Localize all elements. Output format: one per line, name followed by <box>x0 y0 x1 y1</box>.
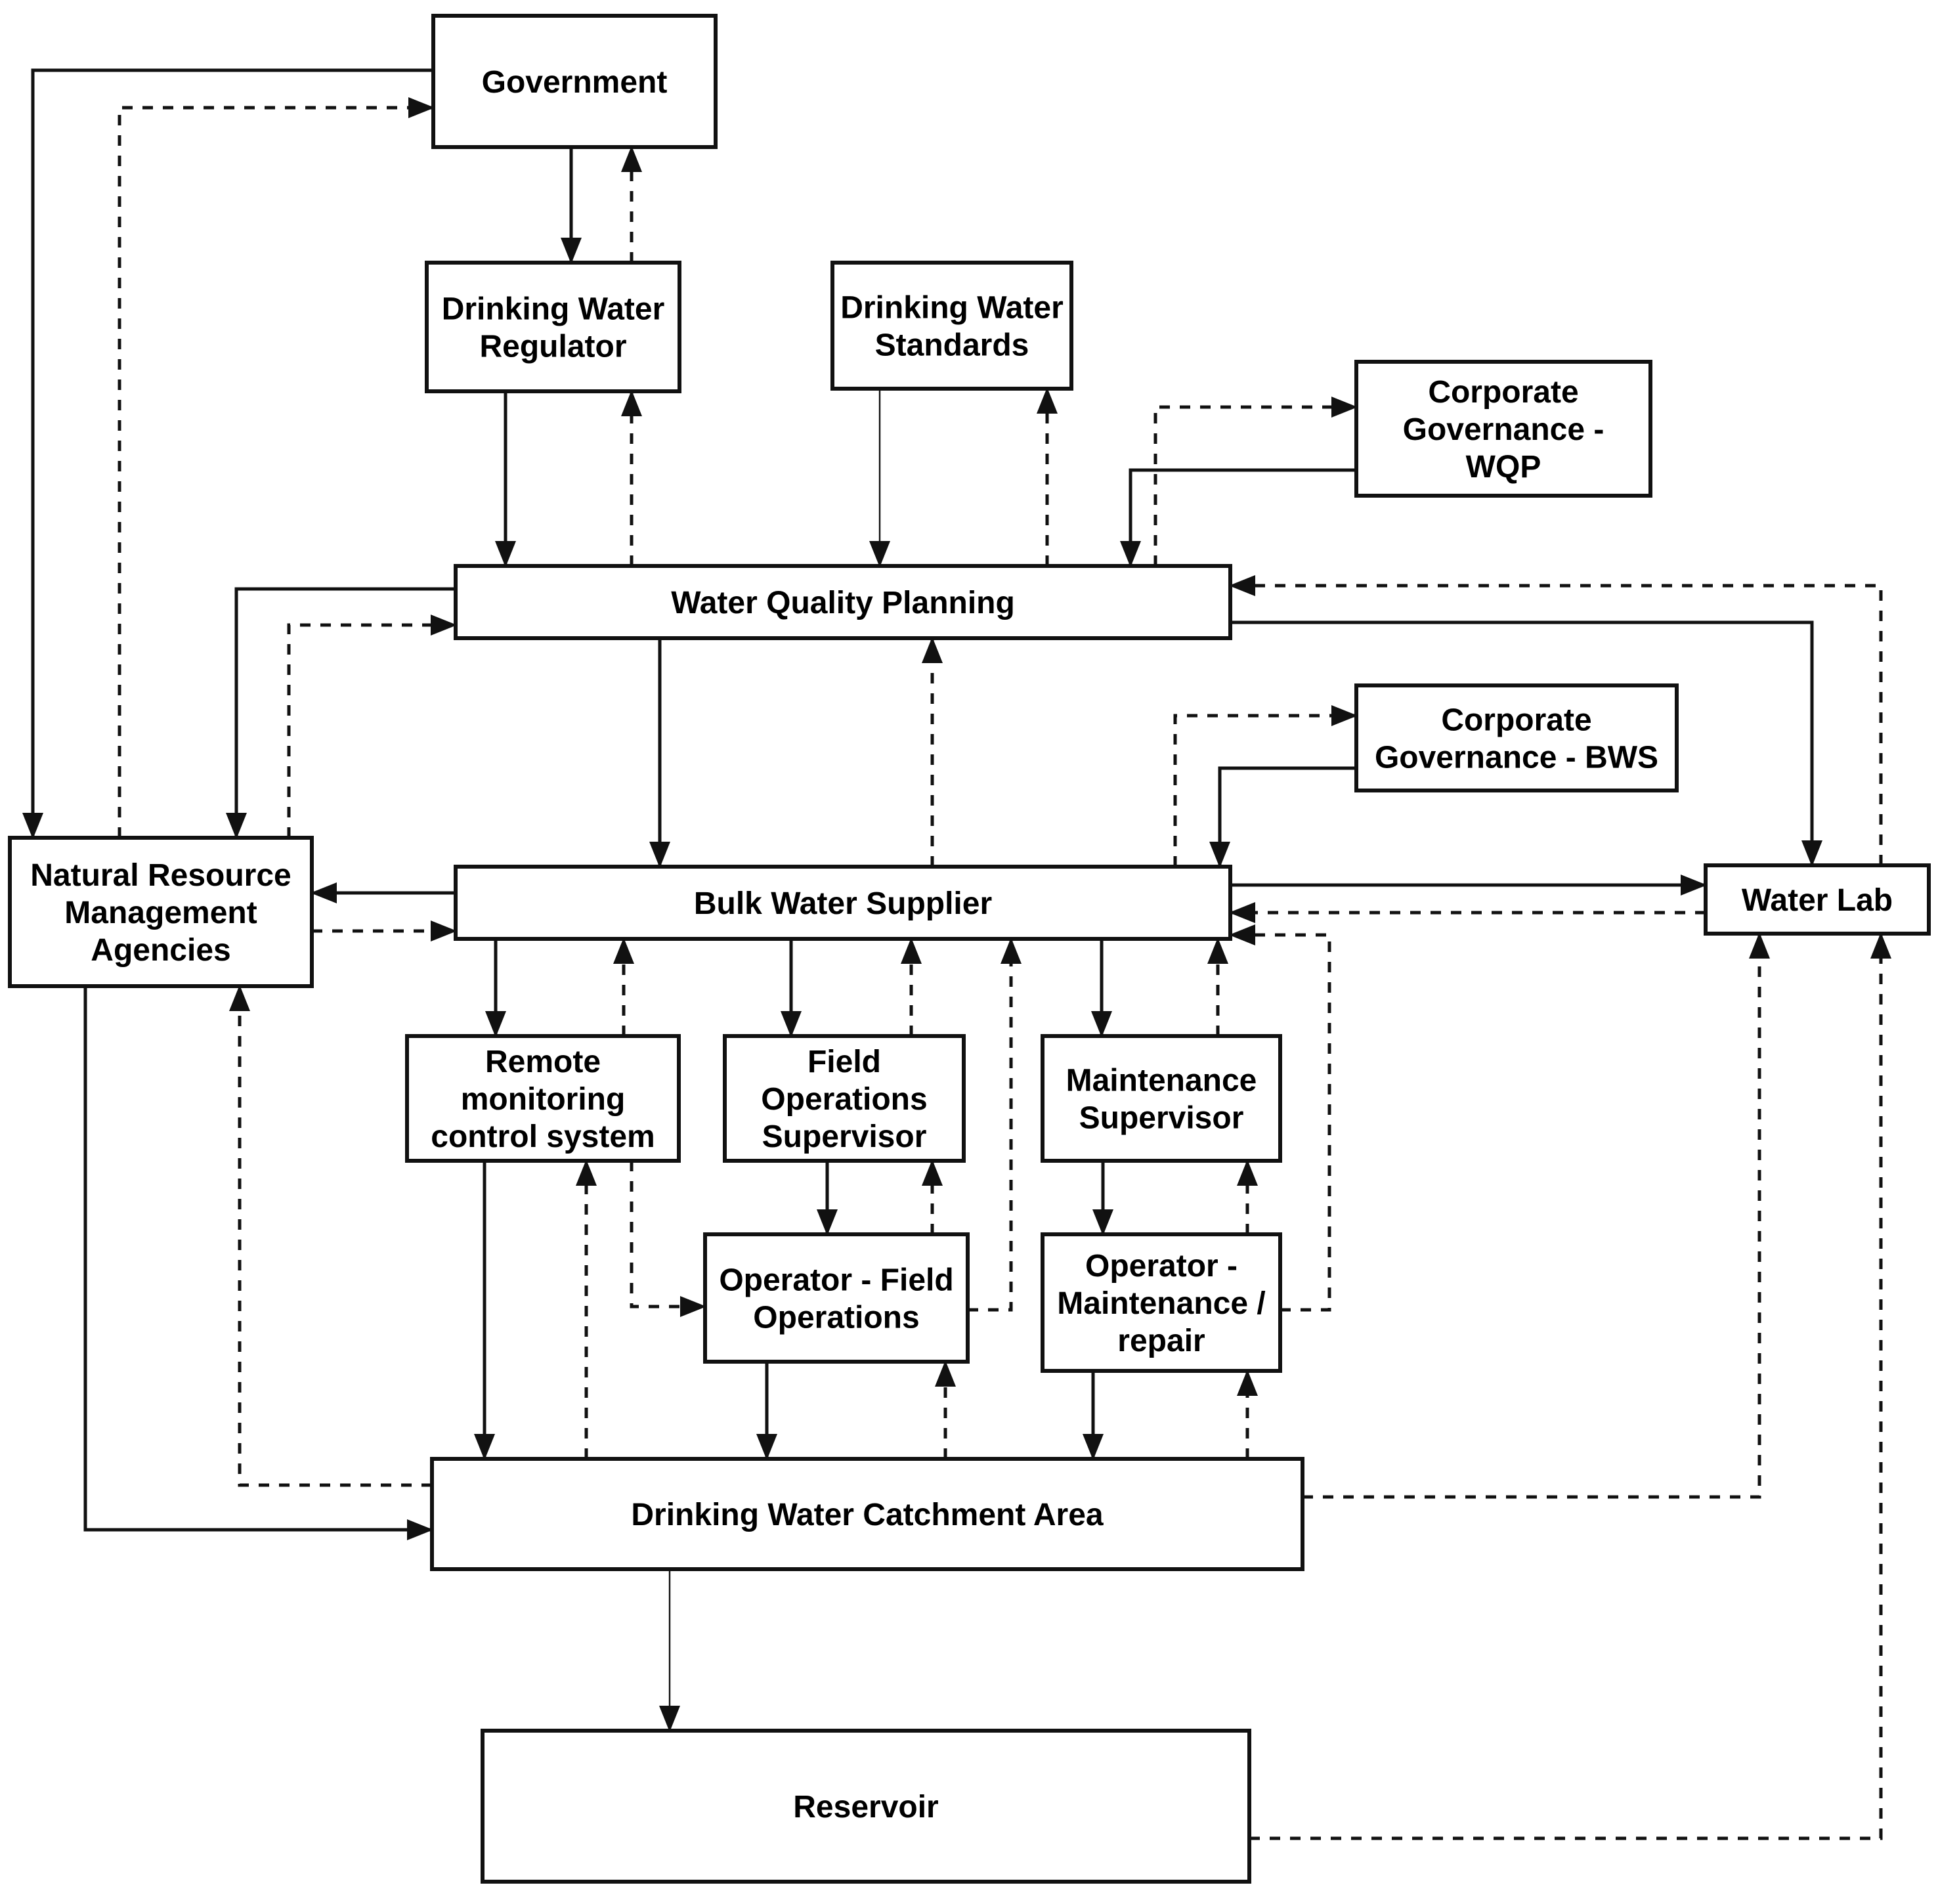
edge-government-to-natural-resource-management-agencies <box>22 68 433 839</box>
node-label-line: Supervisor <box>1079 1101 1244 1136</box>
node-label-line: Supervisor <box>762 1119 927 1154</box>
node-label-line: control system <box>431 1119 655 1154</box>
node-box-field-operations-supervisor <box>723 1034 966 1163</box>
node-label-reservoir: Reservoir <box>793 1790 938 1825</box>
node-label-line: monitoring <box>461 1082 626 1117</box>
node-label-line: Operations <box>753 1301 919 1335</box>
edge-operator-maintenance-repair-to-bulk-water-supplier <box>1229 924 1331 1312</box>
node-label-line: Drinking Water <box>840 291 1064 326</box>
edges-layer <box>22 68 1891 1840</box>
node-box-corporate-governance-wqp <box>1354 360 1652 498</box>
edge-water-quality-planning-to-natural-resource-management-agencies <box>226 587 456 839</box>
node-water-lab: Water Lab <box>1704 863 1931 936</box>
node-operator-maintenance-repair: Operator -Maintenance /repair <box>1041 1232 1282 1373</box>
node-label-water-lab: Water Lab <box>1742 883 1893 918</box>
node-label-line: Operator - <box>1085 1249 1238 1284</box>
node-label-line: Corporate <box>1441 703 1591 738</box>
node-label-line: Field <box>808 1045 881 1079</box>
edge-operator-field-operations-to-bulk-water-supplier <box>968 938 1022 1312</box>
node-box-government <box>431 14 718 149</box>
node-box-remote-monitoring-control-system <box>405 1034 681 1163</box>
edge-natural-resource-management-agencies-to-government <box>118 97 435 838</box>
node-box-reservoir <box>481 1729 1251 1884</box>
node-label-line: Drinking Water <box>442 292 665 327</box>
node-label-line: Operator - Field <box>719 1263 953 1298</box>
edge-water-lab-to-water-quality-planning <box>1229 575 1883 865</box>
node-label-operator-maintenance-repair: Operator -Maintenance /repair <box>1057 1249 1265 1358</box>
node-label-line: WQP <box>1466 450 1541 485</box>
node-box-maintenance-supervisor <box>1041 1034 1282 1163</box>
node-box-bulk-water-supplier <box>454 865 1232 941</box>
edge-corporate-governance-bws-to-bulk-water-supplier <box>1209 766 1356 868</box>
node-box-operator-field-operations <box>703 1232 970 1364</box>
node-label-line: Remote <box>485 1045 601 1079</box>
node-box-operator-maintenance-repair <box>1041 1232 1282 1373</box>
node-box-natural-resource-management-agencies <box>8 836 314 988</box>
node-water-quality-planning: Water Quality Planning <box>454 564 1232 640</box>
node-label-line: Natural Resource <box>30 858 291 893</box>
node-box-drinking-water-catchment-area <box>430 1457 1304 1571</box>
node-label-line: Management <box>64 896 257 930</box>
edge-water-quality-planning-to-water-lab <box>1230 620 1822 867</box>
node-label-government: Government <box>482 65 668 100</box>
node-label-line: Drinking Water Catchment Area <box>631 1498 1104 1532</box>
node-bulk-water-supplier: Bulk Water Supplier <box>454 865 1232 941</box>
node-label-bulk-water-supplier: Bulk Water Supplier <box>694 886 992 921</box>
edge-corporate-governance-wqp-to-water-quality-planning <box>1120 468 1356 567</box>
node-label-line: Corporate <box>1428 375 1578 410</box>
edge-natural-resource-management-agencies-to-drinking-water-catchment-area <box>83 986 433 1540</box>
node-box-corporate-governance-bws <box>1354 683 1679 792</box>
node-label-drinking-water-catchment-area: Drinking Water Catchment Area <box>631 1498 1104 1532</box>
node-label-line: repair <box>1117 1324 1205 1358</box>
node-label-line: Government <box>482 65 668 100</box>
node-label-line: Governance - <box>1403 412 1604 447</box>
node-box-drinking-water-standards <box>830 261 1073 391</box>
node-label-line: Operations <box>761 1082 927 1117</box>
node-reservoir: Reservoir <box>481 1729 1251 1884</box>
node-label-line: Water Quality Planning <box>671 586 1015 620</box>
node-label-line: Reservoir <box>793 1790 938 1825</box>
edge-reservoir-to-water-lab <box>1249 932 1891 1840</box>
node-label-line: Agencies <box>91 933 230 968</box>
node-label-line: Bulk Water Supplier <box>694 886 992 921</box>
node-label-water-quality-planning: Water Quality Planning <box>671 586 1015 620</box>
edge-drinking-water-catchment-area-to-water-lab <box>1303 932 1770 1499</box>
edge-remote-monitoring-control-system-to-operator-field-operations <box>630 1161 706 1317</box>
node-government: Government <box>431 14 718 149</box>
node-label-line: Water Lab <box>1742 883 1893 918</box>
edge-drinking-water-catchment-area-to-natural-resource-management-agencies <box>229 985 432 1487</box>
node-label-line: Governance - BWS <box>1375 741 1658 775</box>
node-drinking-water-catchment-area: Drinking Water Catchment Area <box>430 1457 1304 1571</box>
edge-natural-resource-management-agencies-to-water-quality-planning <box>287 615 457 838</box>
node-box-water-lab <box>1704 863 1931 936</box>
edge-bulk-water-supplier-to-corporate-governance-bws <box>1173 705 1358 867</box>
edge-water-quality-planning-to-corporate-governance-wqp <box>1153 397 1358 566</box>
node-label-line: Maintenance / <box>1057 1286 1265 1321</box>
node-label-line: Regulator <box>479 330 626 364</box>
node-box-drinking-water-regulator <box>425 261 681 393</box>
node-box-water-quality-planning <box>454 564 1232 640</box>
node-label-line: Standards <box>875 328 1029 363</box>
node-label-line: Maintenance <box>1066 1064 1257 1098</box>
